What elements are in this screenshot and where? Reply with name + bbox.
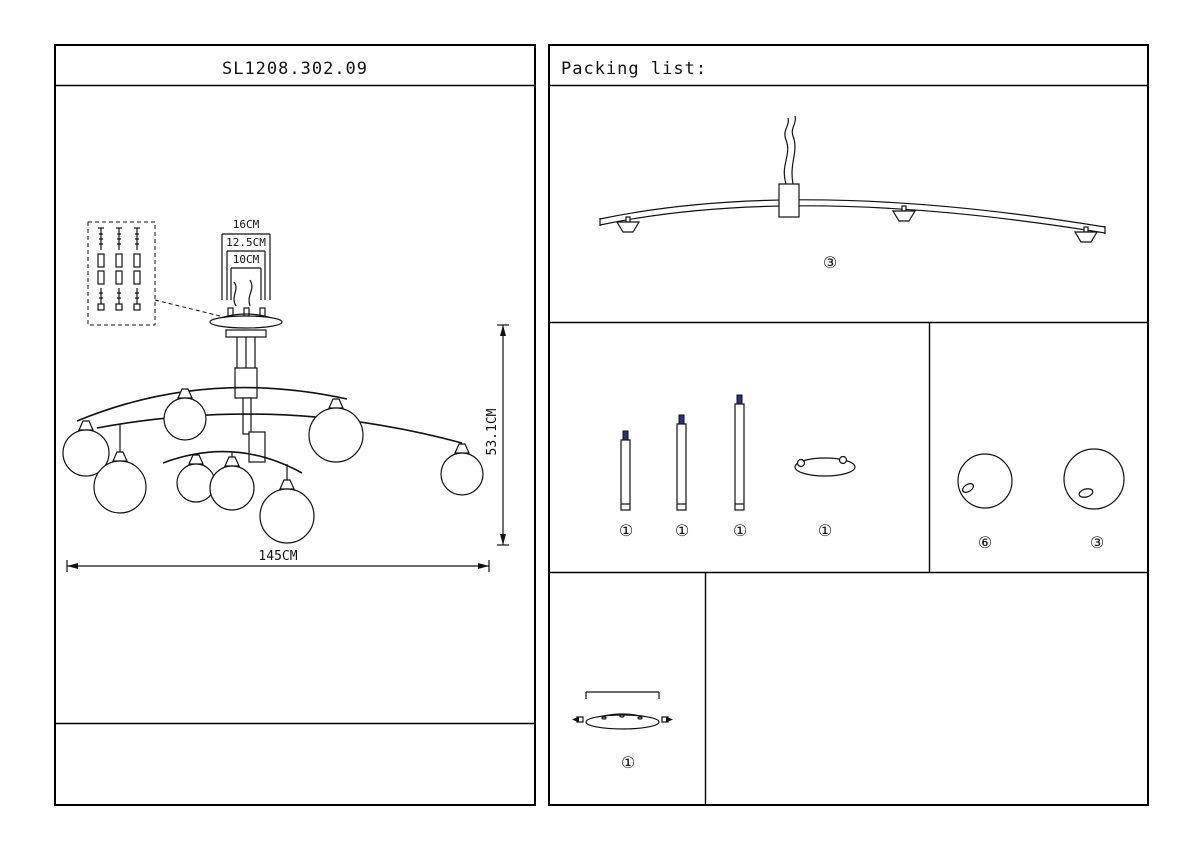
screw-set-column xyxy=(133,227,141,311)
glass-globe xyxy=(308,407,364,463)
packing-shade-small xyxy=(957,453,1013,509)
glass-globe xyxy=(259,488,315,544)
dim-label-height: 53.1CM xyxy=(485,408,500,455)
hardware-detail-box xyxy=(87,221,221,326)
arm-arc-upper xyxy=(76,386,348,422)
dimension-top-inner: 10CM xyxy=(230,253,262,300)
qty-rod-long: ① xyxy=(733,521,747,540)
screw-set-column xyxy=(115,227,123,311)
glass-globe xyxy=(93,460,147,514)
dimension-height: 53.1CM xyxy=(485,324,509,546)
power-wire xyxy=(783,117,789,185)
chandelier-globes xyxy=(62,388,484,544)
lamp-holder xyxy=(615,216,641,233)
qty-ring: ① xyxy=(818,521,832,540)
qty-shade-large: ③ xyxy=(1090,533,1104,552)
glass-globe xyxy=(163,397,207,441)
qty-rod-medium: ① xyxy=(675,521,689,540)
chandelier-stem xyxy=(234,337,266,463)
packing-ring xyxy=(794,455,856,477)
dim-label-16cm: 16CM xyxy=(233,218,260,231)
qty-arm: ③ xyxy=(823,253,837,272)
packing-rod-long xyxy=(734,394,745,511)
spec-panel-frame xyxy=(54,44,536,806)
qty-shade-small: ⑥ xyxy=(978,533,992,552)
qty-canopy: ① xyxy=(621,753,635,772)
dimension-top-outer: 16CM xyxy=(221,218,271,300)
arm-arc-wide xyxy=(96,413,463,444)
chandelier-arms xyxy=(76,386,463,474)
dim-label-125cm: 12.5CM xyxy=(226,236,266,249)
lamp-holder xyxy=(891,205,917,222)
packing-rod-medium xyxy=(676,414,687,511)
wire-squiggle xyxy=(248,279,253,307)
lamp-holder xyxy=(1073,226,1099,243)
dimension-top-middle: 12.5CM xyxy=(226,236,266,300)
power-wire xyxy=(791,115,796,185)
glass-globe xyxy=(62,429,110,477)
screw-set-column xyxy=(97,227,105,311)
dim-label-width: 145CM xyxy=(258,549,297,564)
glass-globe xyxy=(440,452,484,496)
model-number: SL1208.302.09 xyxy=(222,59,368,79)
dim-label-10cm: 10CM xyxy=(233,253,260,266)
dimension-width: 145CM xyxy=(66,549,490,572)
qty-rod-short: ① xyxy=(619,521,633,540)
glass-globe xyxy=(176,463,216,503)
glass-globe xyxy=(209,465,255,511)
ceiling-canopy-drawing xyxy=(209,279,283,338)
packing-panel-frame xyxy=(548,44,1149,806)
wire-squiggle xyxy=(233,281,237,307)
packing-arm-drawing xyxy=(599,115,1106,243)
packing-shade-large xyxy=(1063,448,1125,510)
arm-center-joint xyxy=(778,183,800,218)
packing-list-title: Packing list: xyxy=(561,59,707,79)
packing-canopy xyxy=(572,691,673,730)
leader-line xyxy=(154,299,221,317)
packing-rod-short xyxy=(620,430,631,511)
